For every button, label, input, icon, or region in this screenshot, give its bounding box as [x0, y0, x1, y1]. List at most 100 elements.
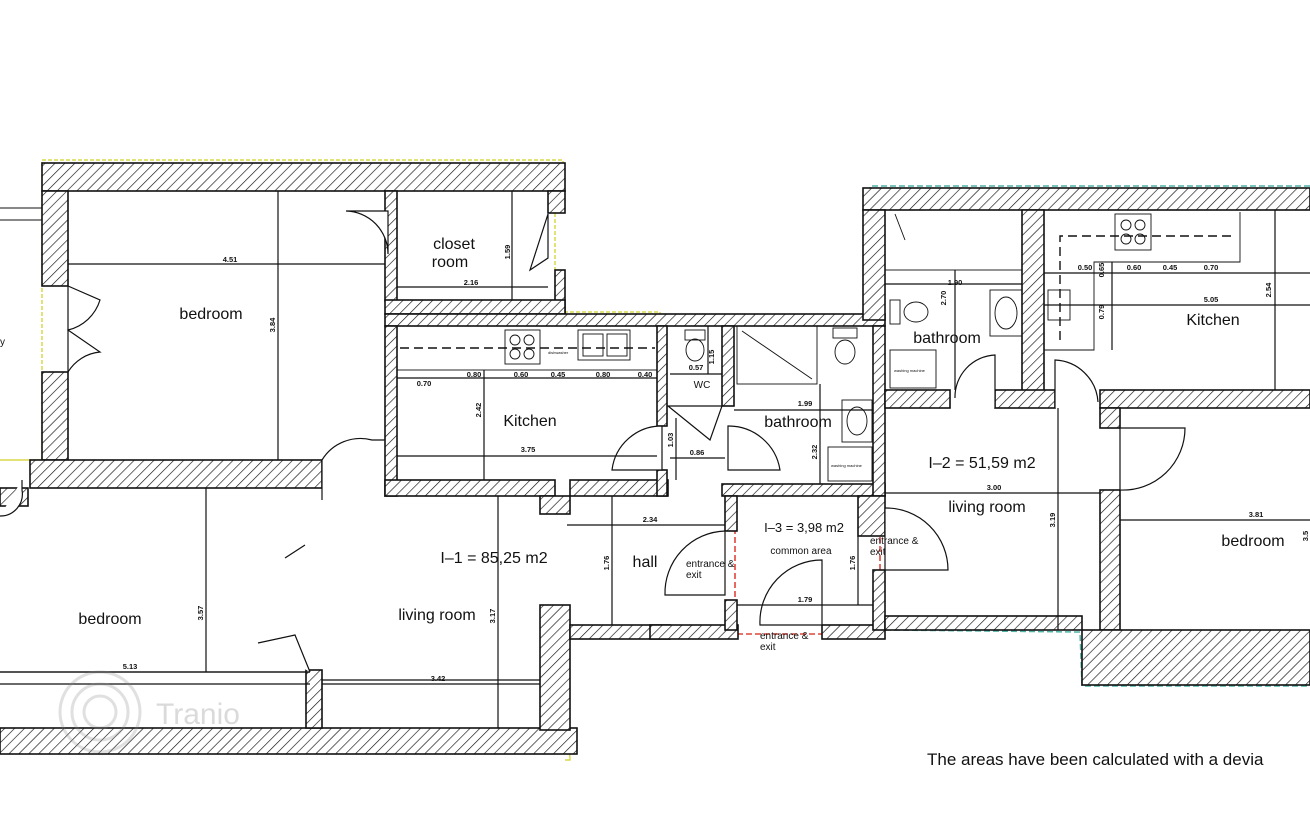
dimension-lines: [0, 191, 1310, 728]
stove-icon-2: [1114, 213, 1152, 251]
unit1-area: I–1 = 85,25 m2: [440, 550, 547, 567]
wall-closet-south: [384, 299, 566, 315]
wall-r-bathwall: [1021, 209, 1045, 401]
door-west-edge: [0, 480, 23, 517]
dim-080b: 0.80: [596, 370, 611, 379]
wall-kitchen-east: [656, 325, 668, 427]
wc-label: WC: [694, 380, 711, 391]
living-room-1-label: living room: [398, 607, 475, 624]
door-wc: [666, 405, 723, 442]
wall-common-south: [821, 624, 886, 640]
hall-label: hall: [633, 554, 658, 571]
kitchen-1-label: Kitchen: [503, 413, 556, 430]
wall-r-west: [862, 209, 886, 321]
wall-kitchen-east2: [656, 469, 668, 497]
washing-machine-icon: [827, 446, 873, 482]
entrance-bottom-label: entrance &: [760, 631, 809, 642]
wall-living-sw: [305, 669, 323, 729]
wall-wc-east: [721, 325, 735, 407]
wall-r-bedroom-west: [1099, 407, 1121, 429]
dim-513: 5.13: [123, 662, 138, 671]
door-bed-w1: [67, 285, 101, 331]
bedroom-sw-label: bedroom: [78, 611, 141, 628]
footnote: The areas have been calculated with a de…: [927, 750, 1264, 769]
bathroom-1-label: bathroom: [764, 414, 832, 431]
entrance-left-label-2: exit: [686, 570, 702, 581]
wall-kitchen-west: [384, 325, 398, 497]
toilet-icon-3: [889, 299, 929, 325]
dim-115: 1.15: [707, 350, 716, 365]
tranio-logo-icon: [58, 670, 142, 754]
door-bedroom-sw: [284, 544, 306, 559]
door-bath-hall: [727, 425, 781, 471]
dim-176b: 1.76: [848, 556, 857, 571]
wall-bath-east: [872, 325, 886, 497]
dim-176: 1.76: [602, 556, 611, 571]
door-common-s: [759, 559, 823, 626]
dim-270: 2.70: [939, 291, 948, 306]
wall-r-living-south: [884, 615, 1083, 631]
wall-north: [41, 162, 566, 192]
dim-045: 0.45: [551, 370, 566, 379]
entrance-right-label-2: exit: [870, 547, 886, 558]
closet-label: closet: [433, 236, 475, 253]
door-entrance-l: [664, 530, 726, 596]
wall-west-mid: [41, 371, 69, 461]
dim-254: 2.54: [1264, 282, 1273, 297]
door-bedroom-living: [321, 437, 385, 500]
wall-r-bedroom-west2: [1099, 489, 1121, 631]
wall-common-east2: [872, 569, 886, 631]
dim-179: 1.79: [798, 595, 813, 604]
entrance-right-label: entrance &: [870, 536, 919, 547]
dim-242: 2.42: [474, 403, 483, 418]
dim-045b: 0.45: [1163, 263, 1178, 272]
wall-bath-south: [721, 483, 886, 497]
dim-060b: 0.60: [1127, 263, 1142, 272]
dim-342: 3.42: [431, 674, 446, 683]
wall-east-closet: [547, 190, 566, 214]
bedroom-e-label: bedroom: [1221, 533, 1284, 550]
living-room-2-label: living room: [948, 499, 1025, 516]
door-r-living: [1054, 359, 1099, 408]
wall-bed-south: [29, 459, 323, 489]
wall-r-north: [862, 187, 1310, 211]
door-bed-w2: [67, 328, 102, 375]
dim-317: 3.17: [488, 609, 497, 624]
dim-070: 0.70: [417, 379, 432, 388]
wall-r-kitchen-south: [1099, 389, 1310, 409]
door-r-bath: [954, 354, 996, 408]
dim-057: 0.57: [689, 363, 704, 372]
wall-r-bath-south2: [994, 389, 1056, 409]
wall-kitchen-south2: [569, 479, 669, 497]
dim-451: 4.51: [223, 255, 238, 264]
wall-living-east-up: [539, 495, 571, 515]
dim-319: 3.19: [1048, 513, 1057, 528]
dim-065: 0.65: [1097, 263, 1106, 278]
wall-living-south-east: [539, 604, 571, 731]
dim-357: 3.57: [196, 606, 205, 621]
dim-103: 1.03: [666, 433, 675, 448]
dim-070b: 0.70: [1204, 263, 1219, 272]
wall-common-west2: [724, 599, 738, 631]
dim-050: 0.50: [1078, 263, 1093, 272]
washing-machine-icon-2: [889, 349, 937, 389]
dim-234: 2.34: [643, 515, 658, 524]
wall-r-bath-south: [884, 389, 951, 409]
common-area-label: common area: [770, 546, 832, 557]
dim-080a: 0.80: [467, 370, 482, 379]
dim-381: 3.81: [1249, 510, 1264, 519]
unit3-area: I–3 = 3,98 m2: [764, 520, 844, 535]
dim-199: 1.99: [798, 399, 813, 408]
wall-south: [0, 727, 578, 755]
bedroom-nw-label: bedroom: [179, 306, 242, 323]
kitchen-2-label: Kitchen: [1186, 312, 1239, 329]
door-sw-living: [257, 634, 311, 673]
wall-common-east: [857, 495, 886, 537]
dim-357b: 3.5: [1301, 531, 1310, 541]
watermark-text: Tranio: [156, 698, 240, 731]
washbasin-icon-2: [989, 289, 1023, 337]
unit2-outline-bottom: [884, 629, 1310, 687]
entrance-bottom-label-2: exit: [760, 642, 776, 653]
dim-300: 3.00: [987, 483, 1002, 492]
